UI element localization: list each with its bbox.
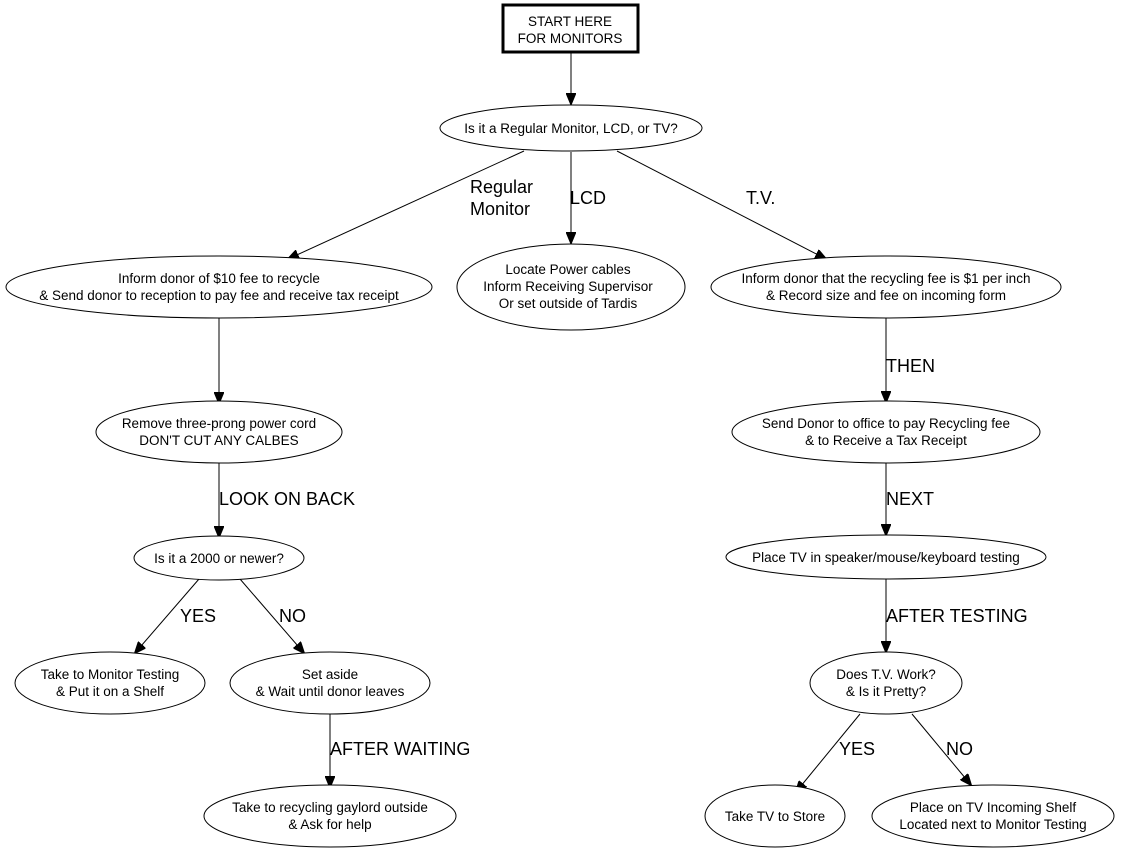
edge-label-no-right: NO bbox=[946, 739, 973, 759]
edge-label-yes-right: YES bbox=[839, 739, 875, 759]
svg-text:Inform donor of $10 fee to rec: Inform donor of $10 fee to recycle& Send… bbox=[39, 271, 399, 303]
svg-text:Take to Monitor Testing& Put i: Take to Monitor Testing& Put it on a She… bbox=[41, 667, 180, 699]
node-type-question: Is it a Regular Monitor, LCD, or TV? bbox=[439, 104, 703, 152]
edge-type-to-regular bbox=[288, 150, 525, 259]
node-tv-testing: Place TV in speaker/mouse/keyboard testi… bbox=[725, 534, 1047, 580]
node-send-office: Send Donor to office to pay Recycling fe… bbox=[731, 400, 1041, 464]
node-tv-works: Does T.V. Work?& Is it Pretty? bbox=[809, 651, 963, 715]
node-tv-store: Take TV to Store bbox=[704, 784, 846, 848]
edge-works-to-store bbox=[796, 713, 861, 792]
edge-type-to-tv bbox=[616, 150, 826, 259]
svg-text:Take to recycling gaylord outs: Take to recycling gaylord outside& Ask f… bbox=[232, 800, 428, 832]
edge-year-to-testing bbox=[135, 578, 200, 653]
edge-label-yes-left: YES bbox=[180, 606, 216, 626]
node-set-aside: Set aside& Wait until donor leaves bbox=[229, 651, 431, 715]
edge-works-to-shelf bbox=[911, 713, 971, 785]
edge-label-no-left: NO bbox=[279, 606, 306, 626]
edges bbox=[135, 53, 971, 792]
svg-text:Send Donor to office to pay Re: Send Donor to office to pay Recycling fe… bbox=[762, 416, 1010, 448]
svg-text:Is it a Regular Monitor, LCD,: Is it a Regular Monitor, LCD, or TV? bbox=[464, 121, 678, 136]
edge-year-to-setaside bbox=[239, 578, 304, 653]
svg-text:Is it a 2000 or newer?: Is it a 2000 or newer? bbox=[154, 551, 284, 566]
edge-label-after-testing: AFTER TESTING bbox=[886, 606, 1028, 626]
edge-label-look-on-back: LOOK ON BACK bbox=[219, 489, 355, 509]
node-tv-fee: Inform donor that the recycling fee is $… bbox=[710, 255, 1062, 319]
node-year-question: Is it a 2000 or newer? bbox=[133, 535, 305, 581]
edge-label-lcd: LCD bbox=[570, 188, 606, 208]
svg-text:Set aside& Wait until donor le: Set aside& Wait until donor leaves bbox=[256, 667, 405, 699]
edge-label-after-waiting: AFTER WAITING bbox=[330, 739, 470, 759]
node-regular-fee: Inform donor of $10 fee to recycle& Send… bbox=[5, 255, 433, 319]
edge-label-then: THEN bbox=[886, 356, 935, 376]
node-monitor-testing: Take to Monitor Testing& Put it on a She… bbox=[14, 651, 206, 715]
svg-text:Inform donor that the recyclin: Inform donor that the recycling fee is $… bbox=[742, 271, 1031, 303]
svg-text:Place TV in speaker/mouse/keyb: Place TV in speaker/mouse/keyboard testi… bbox=[752, 550, 1020, 565]
svg-text:Does T.V. Work?& Is it Pretty?: Does T.V. Work?& Is it Pretty? bbox=[836, 667, 936, 699]
svg-text:Take TV to Store: Take TV to Store bbox=[725, 809, 825, 824]
node-gaylord: Take to recycling gaylord outside& Ask f… bbox=[203, 784, 457, 848]
edge-label-next: NEXT bbox=[886, 489, 934, 509]
edge-label-tv: T.V. bbox=[746, 188, 775, 208]
